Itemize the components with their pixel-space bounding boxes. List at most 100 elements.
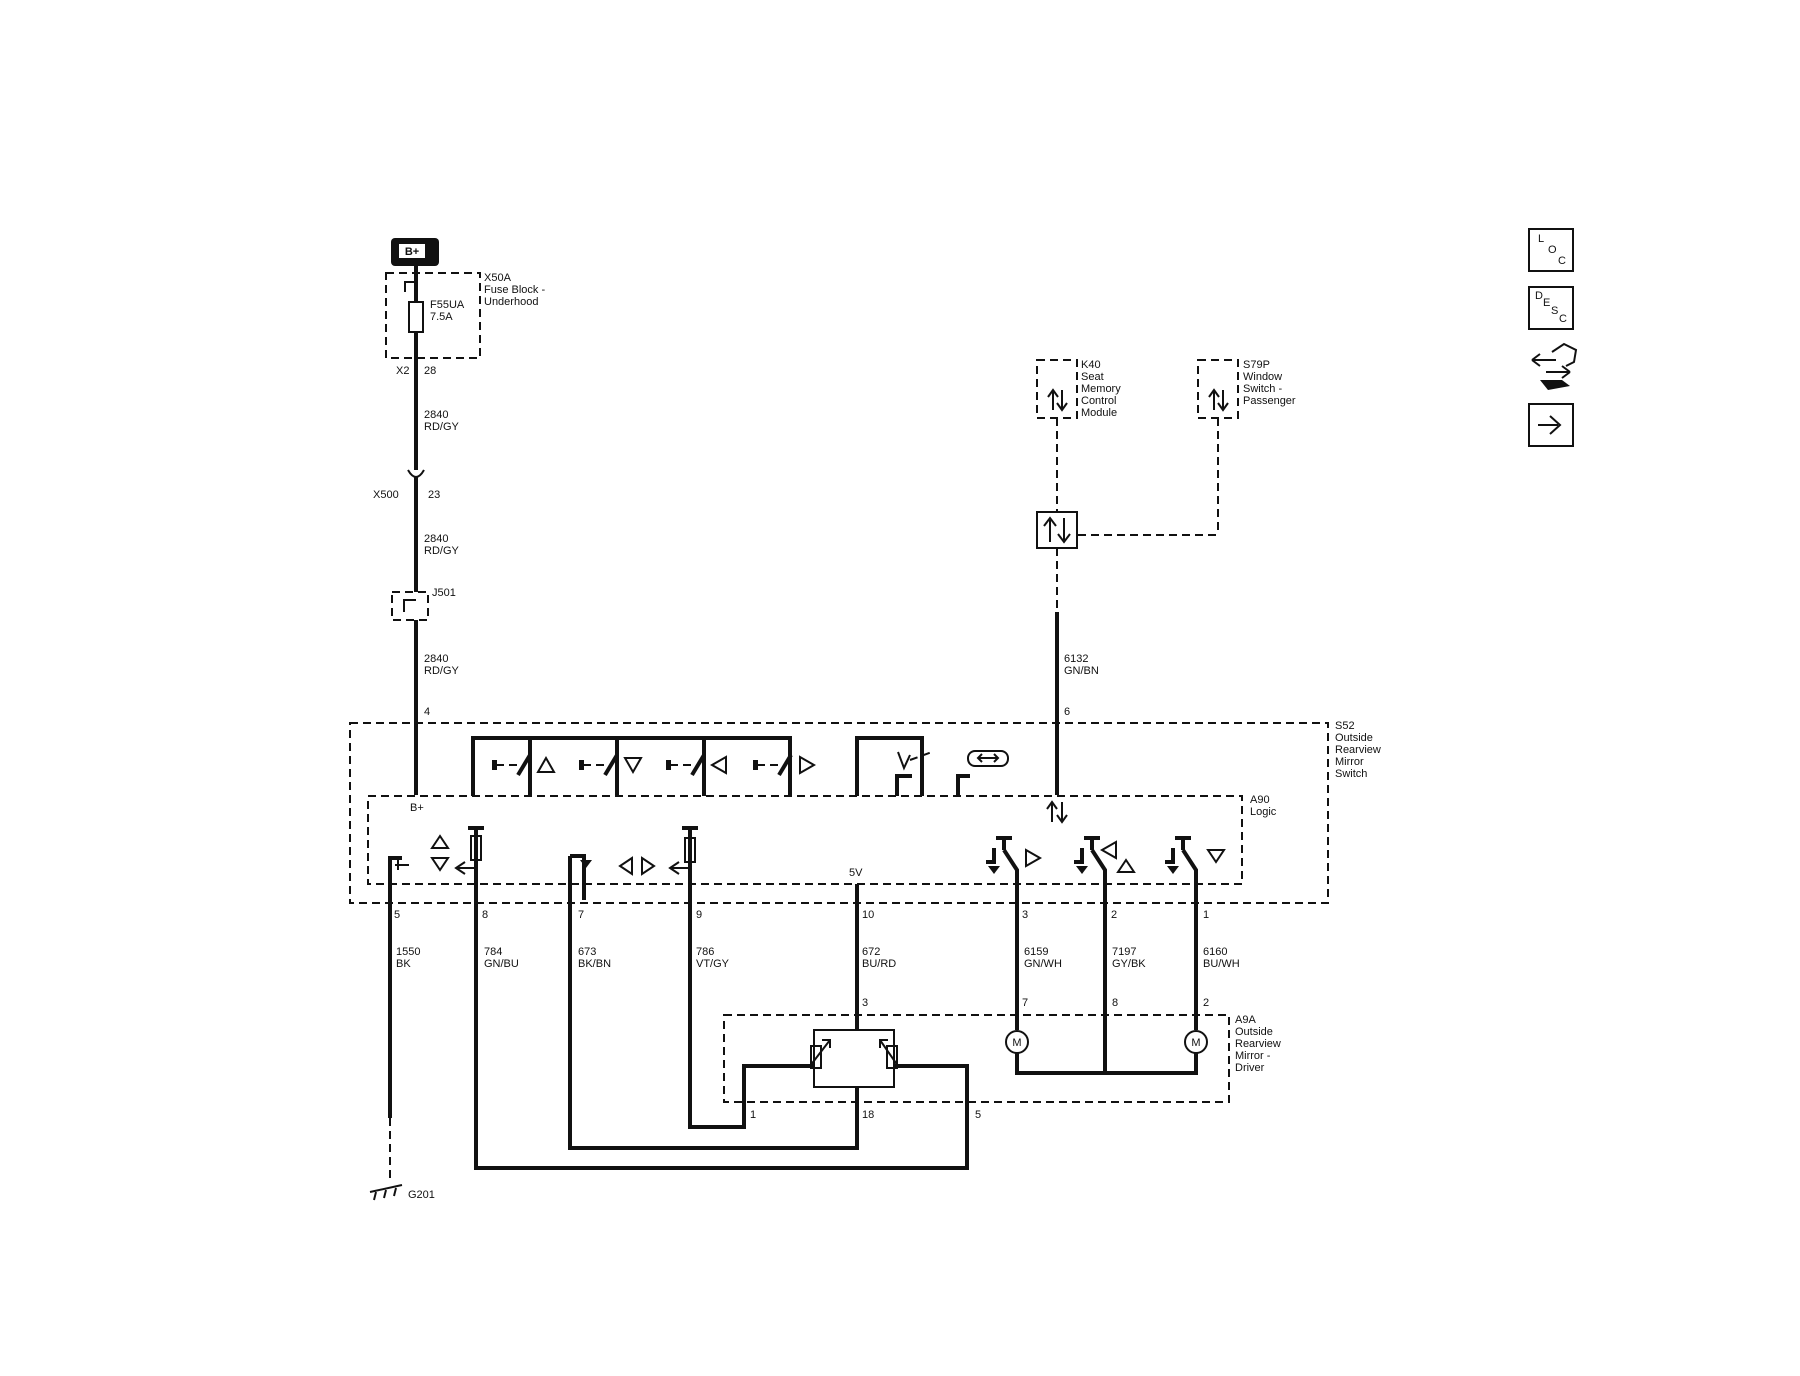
wire-784: 8 784 GN/BU bbox=[474, 900, 969, 1170]
fuse-block-id: X50A bbox=[484, 272, 512, 284]
fuse-connector: X2 bbox=[396, 365, 409, 377]
splice-j501: J501 bbox=[391, 587, 456, 621]
svg-text:GN/BN: GN/BN bbox=[1064, 665, 1099, 677]
fuse-f55ua bbox=[408, 301, 424, 333]
svg-text:672: 672 bbox=[862, 946, 880, 958]
svg-text:6160: 6160 bbox=[1203, 946, 1227, 958]
svg-text:BU/WH: BU/WH bbox=[1203, 958, 1240, 970]
svg-text:Rearview: Rearview bbox=[1335, 744, 1381, 756]
svg-text:Memory: Memory bbox=[1081, 383, 1121, 395]
svg-text:5V: 5V bbox=[849, 867, 863, 879]
module-k40: K40 Seat Memory Control Module bbox=[1036, 359, 1121, 419]
svg-text:18: 18 bbox=[862, 1109, 874, 1121]
logic-a90: A90 Logic B+ 5V bbox=[367, 794, 1277, 885]
svg-text:M: M bbox=[1012, 1037, 1021, 1049]
wire-672: 10 672 BU/RD bbox=[855, 900, 896, 1030]
svg-text:3: 3 bbox=[862, 997, 868, 1009]
svg-text:2840: 2840 bbox=[424, 409, 448, 421]
svg-text:A90: A90 bbox=[1250, 794, 1270, 806]
fuse-rating: 7.5A bbox=[430, 311, 453, 323]
svg-text:4: 4 bbox=[424, 706, 430, 718]
svg-text:784: 784 bbox=[484, 946, 502, 958]
svg-text:RD/GY: RD/GY bbox=[424, 545, 460, 557]
svg-text:1550: 1550 bbox=[396, 946, 420, 958]
svg-text:1: 1 bbox=[750, 1109, 756, 1121]
fuse-block-name-2: Underhood bbox=[484, 296, 538, 308]
svg-text:C: C bbox=[1559, 313, 1567, 325]
wire-786: 9 786 VT/GY bbox=[688, 900, 814, 1129]
svg-text:3: 3 bbox=[1022, 909, 1028, 921]
svg-text:X500: X500 bbox=[373, 489, 399, 501]
svg-text:6159: 6159 bbox=[1024, 946, 1048, 958]
svg-text:6: 6 bbox=[1064, 706, 1070, 718]
connector-icon[interactable] bbox=[1531, 342, 1578, 390]
svg-text:A9A: A9A bbox=[1235, 1014, 1256, 1026]
svg-text:M: M bbox=[1191, 1037, 1200, 1049]
svg-text:BK/BN: BK/BN bbox=[578, 958, 611, 970]
wire-2840: 2840 RD/GY 2840 RD/GY 2840 RD/GY bbox=[404, 266, 460, 795]
svg-text:O: O bbox=[1548, 244, 1557, 256]
svg-text:7: 7 bbox=[578, 909, 584, 921]
svg-text:K40: K40 bbox=[1081, 359, 1101, 371]
svg-text:2840: 2840 bbox=[424, 533, 448, 545]
svg-text:D: D bbox=[1535, 290, 1543, 302]
inline-connector-x500: X500 23 bbox=[373, 469, 440, 501]
svg-text:1: 1 bbox=[1203, 909, 1209, 921]
svg-text:G201: G201 bbox=[408, 1189, 435, 1201]
fuse-block-x50a: X50A Fuse Block - Underhood F55UA 7.5A X… bbox=[385, 272, 545, 377]
svg-text:S79P: S79P bbox=[1243, 359, 1270, 371]
svg-text:Mirror -: Mirror - bbox=[1235, 1050, 1271, 1062]
svg-text:23: 23 bbox=[428, 489, 440, 501]
svg-text:L: L bbox=[1538, 233, 1544, 245]
svg-text:S52: S52 bbox=[1335, 720, 1355, 732]
svg-text:GN/BU: GN/BU bbox=[484, 958, 519, 970]
svg-text:S: S bbox=[1551, 305, 1558, 317]
svg-text:2840: 2840 bbox=[424, 653, 448, 665]
svg-text:BK: BK bbox=[396, 958, 411, 970]
selector-switch bbox=[855, 736, 1009, 796]
svg-text:7: 7 bbox=[1022, 997, 1028, 1009]
wire-6159: 3 6159 GN/WH bbox=[1015, 900, 1062, 1030]
switch-s52: S52 Outside Rearview Mirror Switch 4 bbox=[349, 706, 1381, 904]
svg-text:Logic: Logic bbox=[1250, 806, 1277, 818]
ground-g201: G201 bbox=[369, 1184, 435, 1201]
svg-text:Control: Control bbox=[1081, 395, 1116, 407]
svg-text:Driver: Driver bbox=[1235, 1062, 1265, 1074]
svg-text:10: 10 bbox=[862, 909, 874, 921]
wire-1550: 5 1550 BK bbox=[388, 900, 420, 1180]
svg-text:RD/GY: RD/GY bbox=[424, 421, 460, 433]
svg-text:B+: B+ bbox=[410, 802, 424, 814]
svg-text:5: 5 bbox=[975, 1109, 981, 1121]
wire-6132: 6132 GN/BN 6 bbox=[1055, 612, 1099, 795]
svg-text:Outside: Outside bbox=[1235, 1026, 1273, 1038]
svg-text:Outside: Outside bbox=[1335, 732, 1373, 744]
module-s79p: S79P Window Switch - Passenger bbox=[1197, 359, 1296, 419]
next-arrow-icon[interactable] bbox=[1528, 403, 1574, 447]
svg-text:6132: 6132 bbox=[1064, 653, 1088, 665]
svg-text:Window: Window bbox=[1243, 371, 1282, 383]
svg-text:Rearview: Rearview bbox=[1235, 1038, 1281, 1050]
direction-switches bbox=[471, 736, 817, 796]
svg-text:VT/GY: VT/GY bbox=[696, 958, 730, 970]
description-icon[interactable]: D E S C bbox=[1528, 286, 1574, 330]
svg-text:Switch -: Switch - bbox=[1243, 383, 1282, 395]
mirror-a9a: A9A Outside Rearview Mirror - Driver 3 1… bbox=[723, 997, 1281, 1121]
fuse-pin: 28 bbox=[424, 365, 436, 377]
svg-text:Module: Module bbox=[1081, 407, 1117, 419]
svg-text:RD/GY: RD/GY bbox=[424, 665, 460, 677]
svg-text:673: 673 bbox=[578, 946, 596, 958]
svg-text:9: 9 bbox=[696, 909, 702, 921]
svg-text:J501: J501 bbox=[432, 587, 456, 599]
svg-text:E: E bbox=[1543, 297, 1550, 309]
svg-text:2: 2 bbox=[1203, 997, 1209, 1009]
wire-7197: 2 7197 GY/BK bbox=[1103, 900, 1146, 1073]
location-icon[interactable]: L O C bbox=[1528, 228, 1574, 272]
svg-text:7197: 7197 bbox=[1112, 946, 1136, 958]
svg-text:786: 786 bbox=[696, 946, 714, 958]
svg-text:Mirror: Mirror bbox=[1335, 756, 1364, 768]
svg-text:Seat: Seat bbox=[1081, 371, 1104, 383]
wire-6160: 1 6160 BU/WH bbox=[1194, 900, 1240, 1030]
svg-text:Passenger: Passenger bbox=[1243, 395, 1296, 407]
svg-text:BU/RD: BU/RD bbox=[862, 958, 896, 970]
